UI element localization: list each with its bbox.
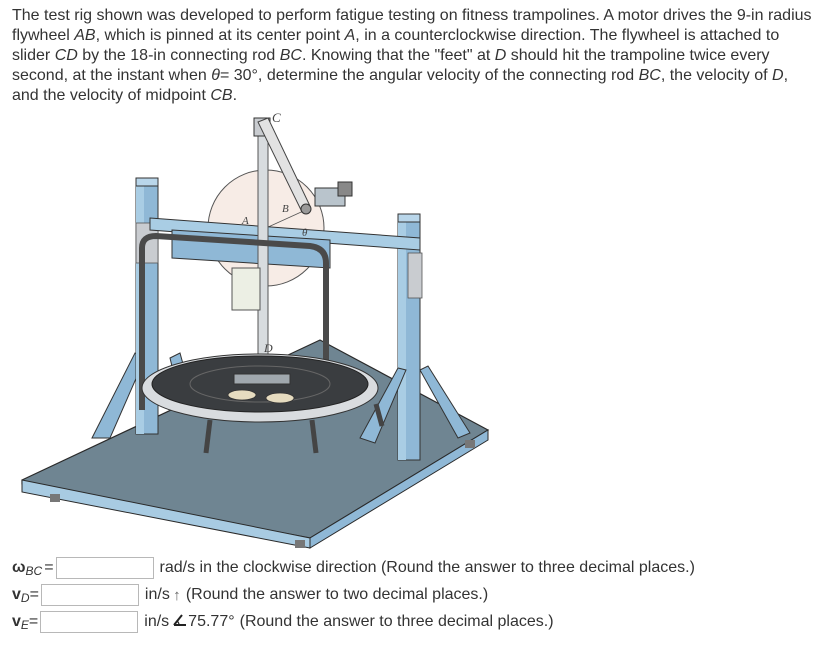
problem-text-segment: , the velocity of xyxy=(660,67,772,84)
svg-text:B: B xyxy=(282,203,289,215)
equals-sign: = xyxy=(29,586,39,603)
omega-bc-row: ωBC = rad/s in the clockwise direction (… xyxy=(12,556,695,580)
v-e-row: vE = in/s 75.77° (Round the answer to th… xyxy=(12,610,554,634)
omega-bc-input[interactable] xyxy=(55,557,154,579)
problem-statement: The test rig shown was developed to perf… xyxy=(12,6,812,106)
angle-icon xyxy=(173,613,187,631)
equals-sign: = xyxy=(44,559,54,576)
v-e-input[interactable] xyxy=(40,611,139,633)
equals-sign: = xyxy=(28,613,39,630)
omega-bc-instructions: rad/s in the clockwise direction (Round … xyxy=(159,559,695,576)
omega-bc-label: ωBC xyxy=(12,559,43,578)
v-d-input[interactable] xyxy=(40,584,139,606)
svg-text:D: D xyxy=(263,341,273,355)
problem-text-segment: by the 18-in connecting rod xyxy=(77,47,280,64)
problem-text-segment: CD xyxy=(54,47,78,64)
problem-text-segment: should hit the trampoline twice every se… xyxy=(12,47,770,84)
v-d-unit: in/s xyxy=(144,586,170,603)
v-e-angle: 75.77° xyxy=(188,613,235,630)
problem-text-segment: BC xyxy=(638,67,661,84)
problem-text-segment: , which is pinned at its center point xyxy=(95,27,345,44)
svg-text:A: A xyxy=(241,215,249,227)
problem-text-segment: CB xyxy=(210,87,233,104)
problem-text-segment: , in a counterclockwise direction. The f… xyxy=(12,27,780,64)
problem-text-segment: D xyxy=(494,47,507,64)
problem-text-segment: , and the velocity of midpoint xyxy=(12,67,789,104)
problem-text-segment: The test rig shown was developed to perf… xyxy=(12,7,812,44)
problem-text-segment: A xyxy=(344,27,356,44)
problem-text-segment: θ xyxy=(211,67,220,84)
v-d-row: vD = in/s ↑ (Round the answer to two dec… xyxy=(12,583,488,607)
problem-text-segment: AB xyxy=(74,27,96,44)
v-d-label: vD xyxy=(12,586,30,605)
problem-text-segment: = 30°, determine the angular velocity of… xyxy=(219,67,639,84)
v-e-label: vE xyxy=(12,613,29,632)
problem-text-segment: D xyxy=(772,67,784,84)
problem-text-segment: . Knowing that the "feet" at xyxy=(301,47,495,64)
v-d-instructions: (Round the answer to two decimal places.… xyxy=(185,586,489,603)
arrow-up-icon: ↑ xyxy=(173,586,181,604)
test-rig-figure: C B A θ D xyxy=(21,110,490,549)
label-c: C xyxy=(272,110,281,125)
problem-text-segment: . xyxy=(232,87,238,104)
problem-text-segment: BC xyxy=(279,47,302,64)
svg-text:θ: θ xyxy=(302,227,308,239)
v-e-unit: in/s xyxy=(144,613,170,630)
v-e-instructions: (Round the answer to three decimal place… xyxy=(239,613,554,630)
